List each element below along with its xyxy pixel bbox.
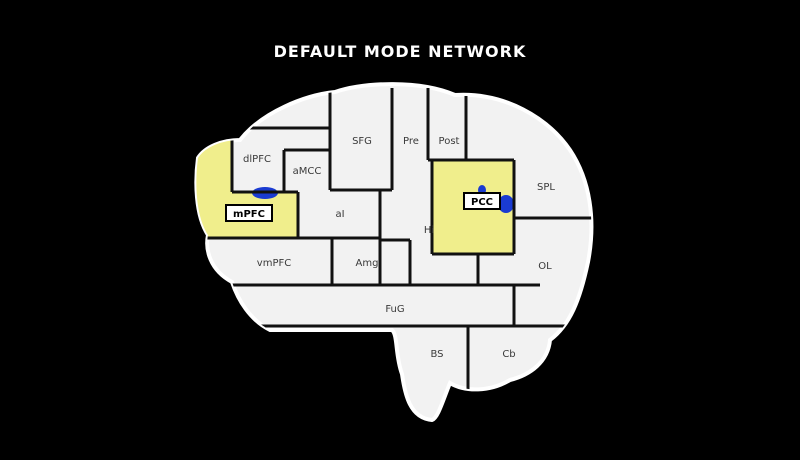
region-label-post: Post xyxy=(439,136,460,147)
region-label-vmpfc: vmPFC xyxy=(257,258,291,269)
region-label-dlpfc: dlPFC xyxy=(243,154,271,165)
mpfc-tag-label: mPFC xyxy=(233,209,265,220)
brain-outline xyxy=(194,82,594,423)
diagram-title: DEFAULT MODE NETWORK xyxy=(273,42,527,61)
region-label-amg: Amg xyxy=(356,258,379,269)
region-label-hi: Hi xyxy=(424,225,434,236)
region-label-fug: FuG xyxy=(385,304,404,315)
region-label-amcc: aMCC xyxy=(293,166,322,177)
mpfc-tag-box xyxy=(225,204,273,222)
region-label-spl: SPL xyxy=(537,182,555,193)
region-label-pre: Pre xyxy=(403,136,419,147)
pcc-blob-right xyxy=(498,195,514,213)
pcc-tag-label: PCC xyxy=(471,197,493,208)
region-label-ai: aI xyxy=(335,209,344,220)
region-label-ol: OL xyxy=(538,261,552,272)
pcc-tag-box xyxy=(463,192,501,210)
region-dividers xyxy=(200,88,592,400)
region-label-cb: Cb xyxy=(502,349,515,360)
region-label-bs: BS xyxy=(430,349,443,360)
region-label-sfg: SFG xyxy=(352,136,372,147)
